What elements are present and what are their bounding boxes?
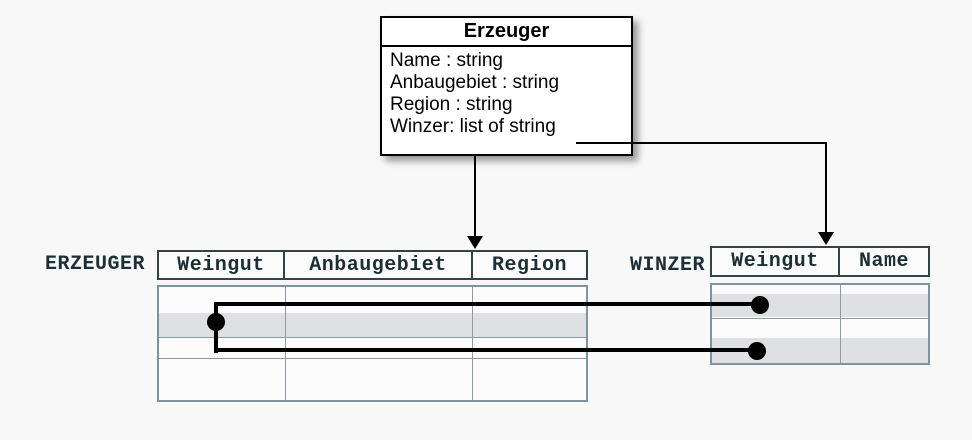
column-divider (285, 287, 286, 400)
erzeuger-table-header: Weingut Anbaugebiet Region (157, 250, 588, 280)
uml-class-attribute-anbaugebiet: Anbaugebiet : string (390, 72, 560, 93)
uml-class-attribute-region: Region : string (390, 94, 513, 115)
erzeuger-column-weingut: Weingut (159, 252, 285, 278)
uml-class-attribute-name: Name : string (390, 50, 503, 71)
arrow-down-icon (467, 236, 483, 249)
erzeuger-table-label: ERZEUGER (44, 253, 145, 276)
connector-dot-winzer-row-2 (748, 342, 766, 360)
erzeuger-column-anbaugebiet: Anbaugebiet (285, 252, 473, 278)
row-stripe (159, 313, 586, 337)
connector-line-bottom (214, 348, 761, 352)
winzer-column-weingut: Weingut (712, 248, 840, 275)
connector-dot-erzeuger-row (207, 313, 225, 331)
arrow-class-to-erzeuger-line (474, 156, 476, 236)
connector-dot-winzer-row-1 (751, 296, 769, 314)
column-divider (472, 287, 473, 400)
arrow-winzer-attr-line-vertical (825, 142, 827, 233)
winzer-column-name: Name (858, 250, 909, 273)
column-divider (840, 285, 841, 363)
erzeuger-column-region: Region (491, 253, 567, 277)
arrow-winzer-attr-line-horizontal (576, 142, 827, 144)
uml-class-box: Erzeuger Name : string Anbaugebiet : str… (380, 16, 633, 156)
grid-line (159, 358, 586, 359)
winzer-table-label: WINZER (629, 254, 705, 277)
grid-line (159, 337, 586, 338)
arrow-down-icon (818, 232, 834, 245)
winzer-table-body (710, 283, 930, 365)
uml-class-attribute-list: Name : string Anbaugebiet : string Regio… (382, 47, 631, 138)
uml-class-attribute-winzer: Winzer: list of string (390, 116, 556, 137)
winzer-table-header: Weingut Name (710, 246, 930, 277)
grid-line (712, 318, 928, 319)
connector-line-top (214, 302, 764, 306)
uml-class-title: Erzeuger (382, 18, 631, 47)
